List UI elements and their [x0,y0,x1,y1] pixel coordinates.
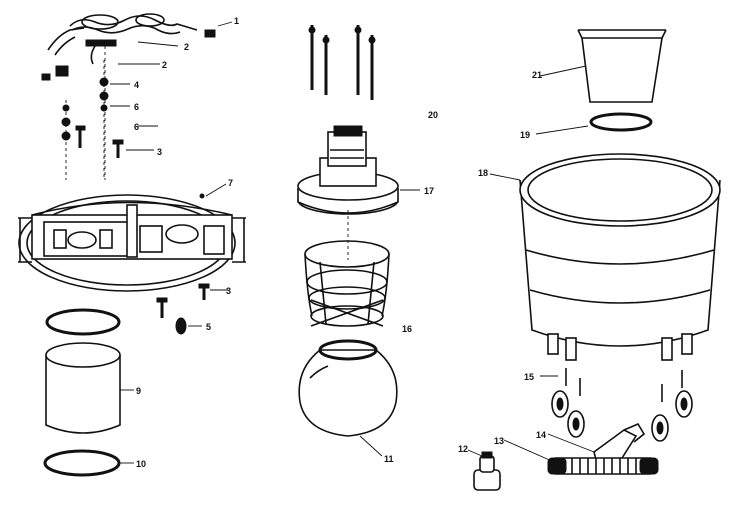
leader-lines [110,21,595,464]
callout-9: 9 [136,386,141,396]
callout-3: 3 [226,286,231,296]
callout-12: 12 [458,444,468,454]
filter-bag [298,339,398,437]
casters [551,368,693,442]
callout-numbers: 1 2 2 4 6 6 3 7 3 5 9 10 20 17 16 11 21 … [134,16,546,469]
power-cord [69,13,216,38]
callout-10: 10 [136,459,146,469]
lid-assembly [18,193,246,292]
callout-4: 4 [134,80,139,90]
gasket-upper [45,308,121,336]
lid-screws [156,283,210,335]
hose [547,457,659,475]
filter-cage [304,240,390,327]
callout-15: 15 [524,372,534,382]
motor-assembly [297,125,399,260]
hose-adapter [473,451,501,491]
gasket-lower [43,449,121,477]
callout-1: 1 [234,16,239,26]
callout-16: 16 [402,324,412,334]
callout-21: 21 [532,70,542,80]
callout-20: 20 [428,110,438,120]
callout-13: 13 [494,436,504,446]
collection-bag [577,29,667,103]
callout-2: 2 [184,42,189,52]
callout-11: 11 [384,454,394,464]
fasteners [61,60,124,180]
switch [41,65,69,81]
cartridge-filter [45,342,121,434]
tank [519,153,721,361]
callout-6: 6 [134,122,139,132]
crevice-tool [593,422,646,461]
callout-6: 6 [134,102,139,112]
callout-14: 14 [536,430,546,440]
callout-2: 2 [162,60,167,70]
callout-5: 5 [206,322,211,332]
cord-strain-relief [47,27,117,65]
callout-7: 7 [228,178,233,188]
callout-17: 17 [424,186,434,196]
tank-gasket [589,112,653,132]
float-rods [308,25,376,100]
callout-19: 19 [520,130,530,140]
callout-3: 3 [157,147,162,157]
callout-18: 18 [478,168,488,178]
